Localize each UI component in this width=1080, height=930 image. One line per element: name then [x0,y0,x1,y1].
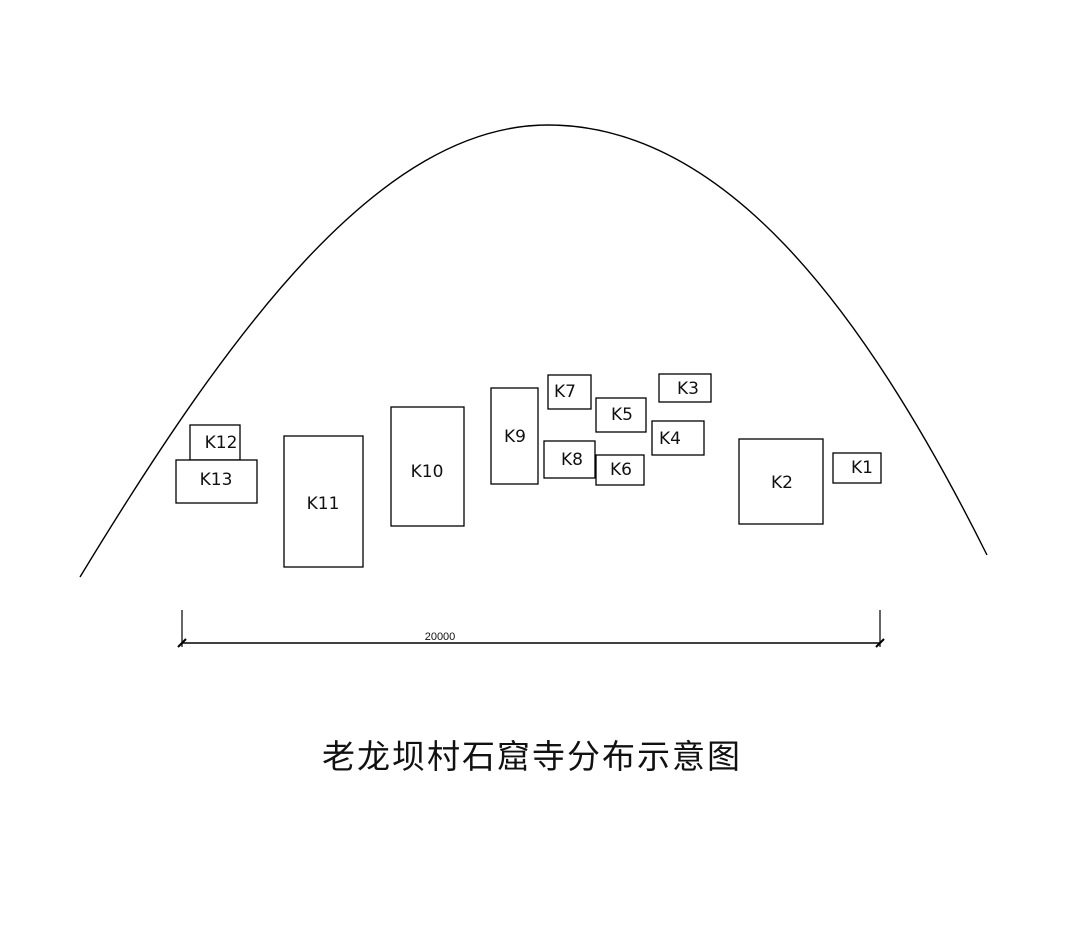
svg-text:K10: K10 [411,462,444,482]
svg-text:K3: K3 [677,379,699,399]
svg-text:K2: K2 [771,473,793,493]
dimension-label: 20000 [425,631,456,643]
cave-k11: K11 [283,435,364,568]
cave-k12: K12 [189,424,241,461]
diagram-title: 老龙坝村石窟寺分布示意图 [322,737,742,776]
svg-text:K11: K11 [307,494,340,514]
svg-text:K9: K9 [504,427,526,447]
cave-k10: K10 [390,406,465,527]
svg-text:K5: K5 [611,405,633,425]
svg-text:K8: K8 [561,450,583,470]
cave-k5: K5 [595,397,647,433]
mountain-outline [79,124,988,578]
svg-text:K1: K1 [851,458,873,478]
svg-text:K13: K13 [200,470,233,490]
cave-k1: K1 [832,452,882,484]
cave-k6: K6 [595,454,645,486]
svg-text:K7: K7 [554,382,576,402]
cave-k9: K9 [490,387,539,485]
svg-text:K4: K4 [659,429,681,449]
cave-k2: K2 [738,438,824,525]
cave-k3: K3 [658,373,712,403]
cave-k13: K13 [175,459,258,504]
svg-text:K6: K6 [610,460,632,480]
svg-text:K12: K12 [205,433,238,453]
dimension-line: 20000 [177,610,885,648]
cave-k4: K4 [651,420,705,456]
cave-k8: K8 [543,440,596,479]
cave-k7: K7 [547,374,592,410]
